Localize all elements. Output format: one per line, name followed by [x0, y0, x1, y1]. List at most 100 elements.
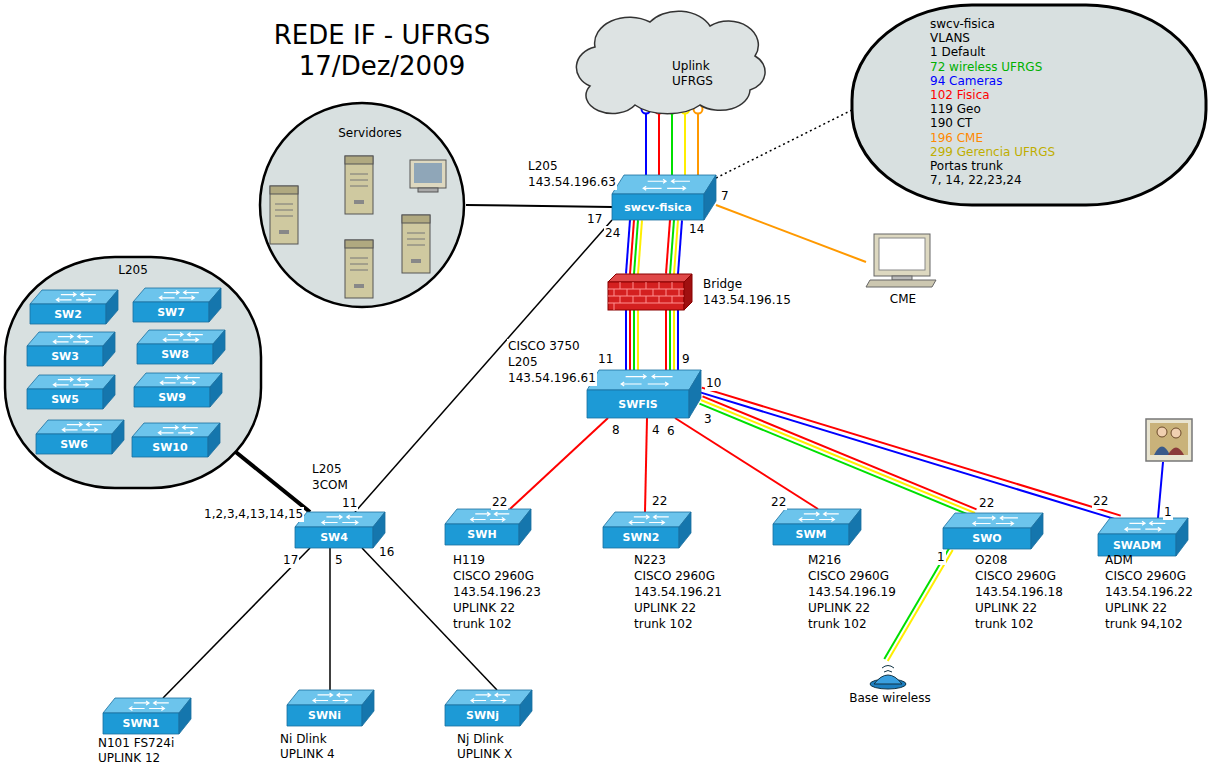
port-label: 1 [1163, 505, 1173, 520]
port-label: 22 [770, 495, 787, 510]
port-label: 4 [651, 423, 661, 438]
switch-caption: CISCO 2960G [975, 568, 1056, 584]
port-label: 14 [688, 222, 705, 237]
port-label: 5 [334, 553, 344, 568]
link-wire [625, 310, 627, 370]
switch-name: SW7 [157, 306, 185, 319]
vlan-legend-bubble: swcv-fisicaVLANS1 Default72 wireless UFR… [850, 3, 1208, 207]
network-switch: SWNiNi DlinkUPLINK 4 [287, 690, 374, 726]
node-text: Servidores [338, 126, 402, 141]
vlan-text: swcv-fisica [930, 17, 995, 31]
port-label: 143.54.196.63 [527, 175, 617, 190]
link-wire [673, 310, 675, 370]
link-wire [670, 220, 674, 274]
switch-name: SWNj [466, 709, 499, 722]
switch-caption: trunk 94,102 [1105, 616, 1183, 632]
network-switch-shape [587, 370, 701, 418]
port-label: 24 [604, 226, 621, 241]
network-switch: SW4 [295, 512, 385, 548]
network-link [330, 548, 331, 690]
network-switch: SWOO208CISCO 2960G143.54.196.18UPLINK 22… [943, 513, 1043, 549]
node-text: UFRGS [672, 74, 713, 89]
switch-name: SWN1 [123, 717, 160, 730]
link-wire [677, 310, 679, 370]
link-wire [675, 418, 818, 509]
vlan-text: 119 Geo [930, 102, 981, 116]
vlan-text: 190 CT [930, 116, 972, 130]
switch-group: L205SW2SW7SW3SW8SW5SW9SW6SW10 [3, 255, 263, 490]
switch-name: SW3 [51, 350, 79, 363]
link-wire [674, 220, 678, 274]
network-switch: SWHH119CISCO 2960G143.54.196.23UPLINK 22… [445, 509, 531, 545]
switch-caption: UPLINK 22 [808, 600, 870, 616]
link-wire [633, 310, 635, 370]
network-switch: SW9 [134, 373, 222, 407]
network-link [626, 220, 642, 275]
switch-caption: UPLINK 22 [1105, 600, 1167, 616]
switch-caption: 143.54.196.22 [1105, 584, 1193, 600]
vlan-text: 72 wireless UFRGS [930, 60, 1042, 74]
node-text: CME [890, 292, 916, 307]
switch-caption: trunk 102 [453, 616, 512, 632]
switch-name: SWADM [1113, 539, 1161, 552]
switch-caption: 143.54.196.18 [975, 584, 1063, 600]
network-switch: SWMM216CISCO 2960G143.54.196.19UPLINK 22… [773, 509, 861, 545]
switch-caption: UPLINK 22 [453, 600, 515, 616]
network-cloud-shape [560, 5, 770, 107]
switch-name: SWNi [308, 709, 341, 722]
link-wire [699, 404, 973, 517]
network-switch: SWFIS [587, 370, 701, 418]
switch-caption: CISCO 2960G [634, 568, 715, 584]
switch-caption: UPLINK 22 [975, 600, 1037, 616]
network-link [884, 548, 952, 661]
switch-caption: CISCO 2960G [1105, 568, 1186, 584]
link-wire [658, 107, 660, 175]
switch-name: SW4 [320, 531, 348, 544]
switch-caption: M216 [808, 552, 841, 568]
network-link [700, 388, 1120, 521]
switch-caption: UPLINK 12 [98, 751, 160, 766]
switch-name: SW9 [158, 391, 186, 404]
switch-caption: trunk 102 [808, 616, 867, 632]
camera-icon [1146, 419, 1192, 461]
port-label: 22 [1092, 494, 1109, 509]
network-switch: SWN2N223CISCO 2960G143.54.196.21UPLINK 2… [603, 512, 691, 548]
port-label: 143.54.196.61 [507, 371, 597, 386]
vlan-text: 1 Default [930, 45, 985, 59]
link-wire [645, 107, 647, 175]
network-switch: SWN1N101 FS724iUPLINK 12 [103, 698, 191, 734]
node-text: L205 [118, 263, 148, 278]
switch-caption: N101 FS724i [98, 736, 174, 751]
diagram-title: REDE IF - UFRGS 17/Dez/2009 [242, 20, 522, 82]
network-link [163, 548, 310, 698]
network-link [699, 396, 976, 516]
switch-caption: trunk 102 [975, 616, 1034, 632]
link-wire [163, 548, 310, 698]
network-switch: SW8 [137, 330, 225, 364]
port-label: 10 [705, 376, 722, 391]
network-link [510, 418, 608, 509]
link-wire [700, 392, 1119, 520]
port-label: 9 [681, 352, 691, 367]
switch-caption: N223 [634, 552, 666, 568]
port-label: 16 [378, 545, 395, 560]
port-label: 1,2,3,4,13,14,15 [203, 507, 304, 522]
switch-caption: UPLINK X [457, 747, 512, 762]
firewall-bridge: Bridge143.54.196.15 [608, 274, 808, 310]
link-wire [466, 205, 612, 207]
switch-caption: 143.54.196.19 [808, 584, 896, 600]
switch-caption: UPLINK 22 [634, 600, 696, 616]
switch-caption: CISCO 2960G [453, 568, 534, 584]
vlan-text: 94 Cameras [930, 74, 1002, 88]
switch-name: SW8 [161, 348, 189, 361]
switch-name: SWH [467, 528, 496, 541]
link-wire [232, 449, 310, 512]
port-label: 7 [720, 189, 730, 204]
switch-caption: ADM [1105, 552, 1133, 568]
port-label: 1 [936, 550, 946, 565]
vlan-text: 7, 14, 22,23,24 [930, 173, 1022, 187]
vlan-text: 299 Gerencia UFRGS [930, 145, 1055, 159]
link-wire [678, 220, 682, 274]
server-group: Servidores [258, 100, 466, 310]
link-wire [888, 550, 953, 661]
